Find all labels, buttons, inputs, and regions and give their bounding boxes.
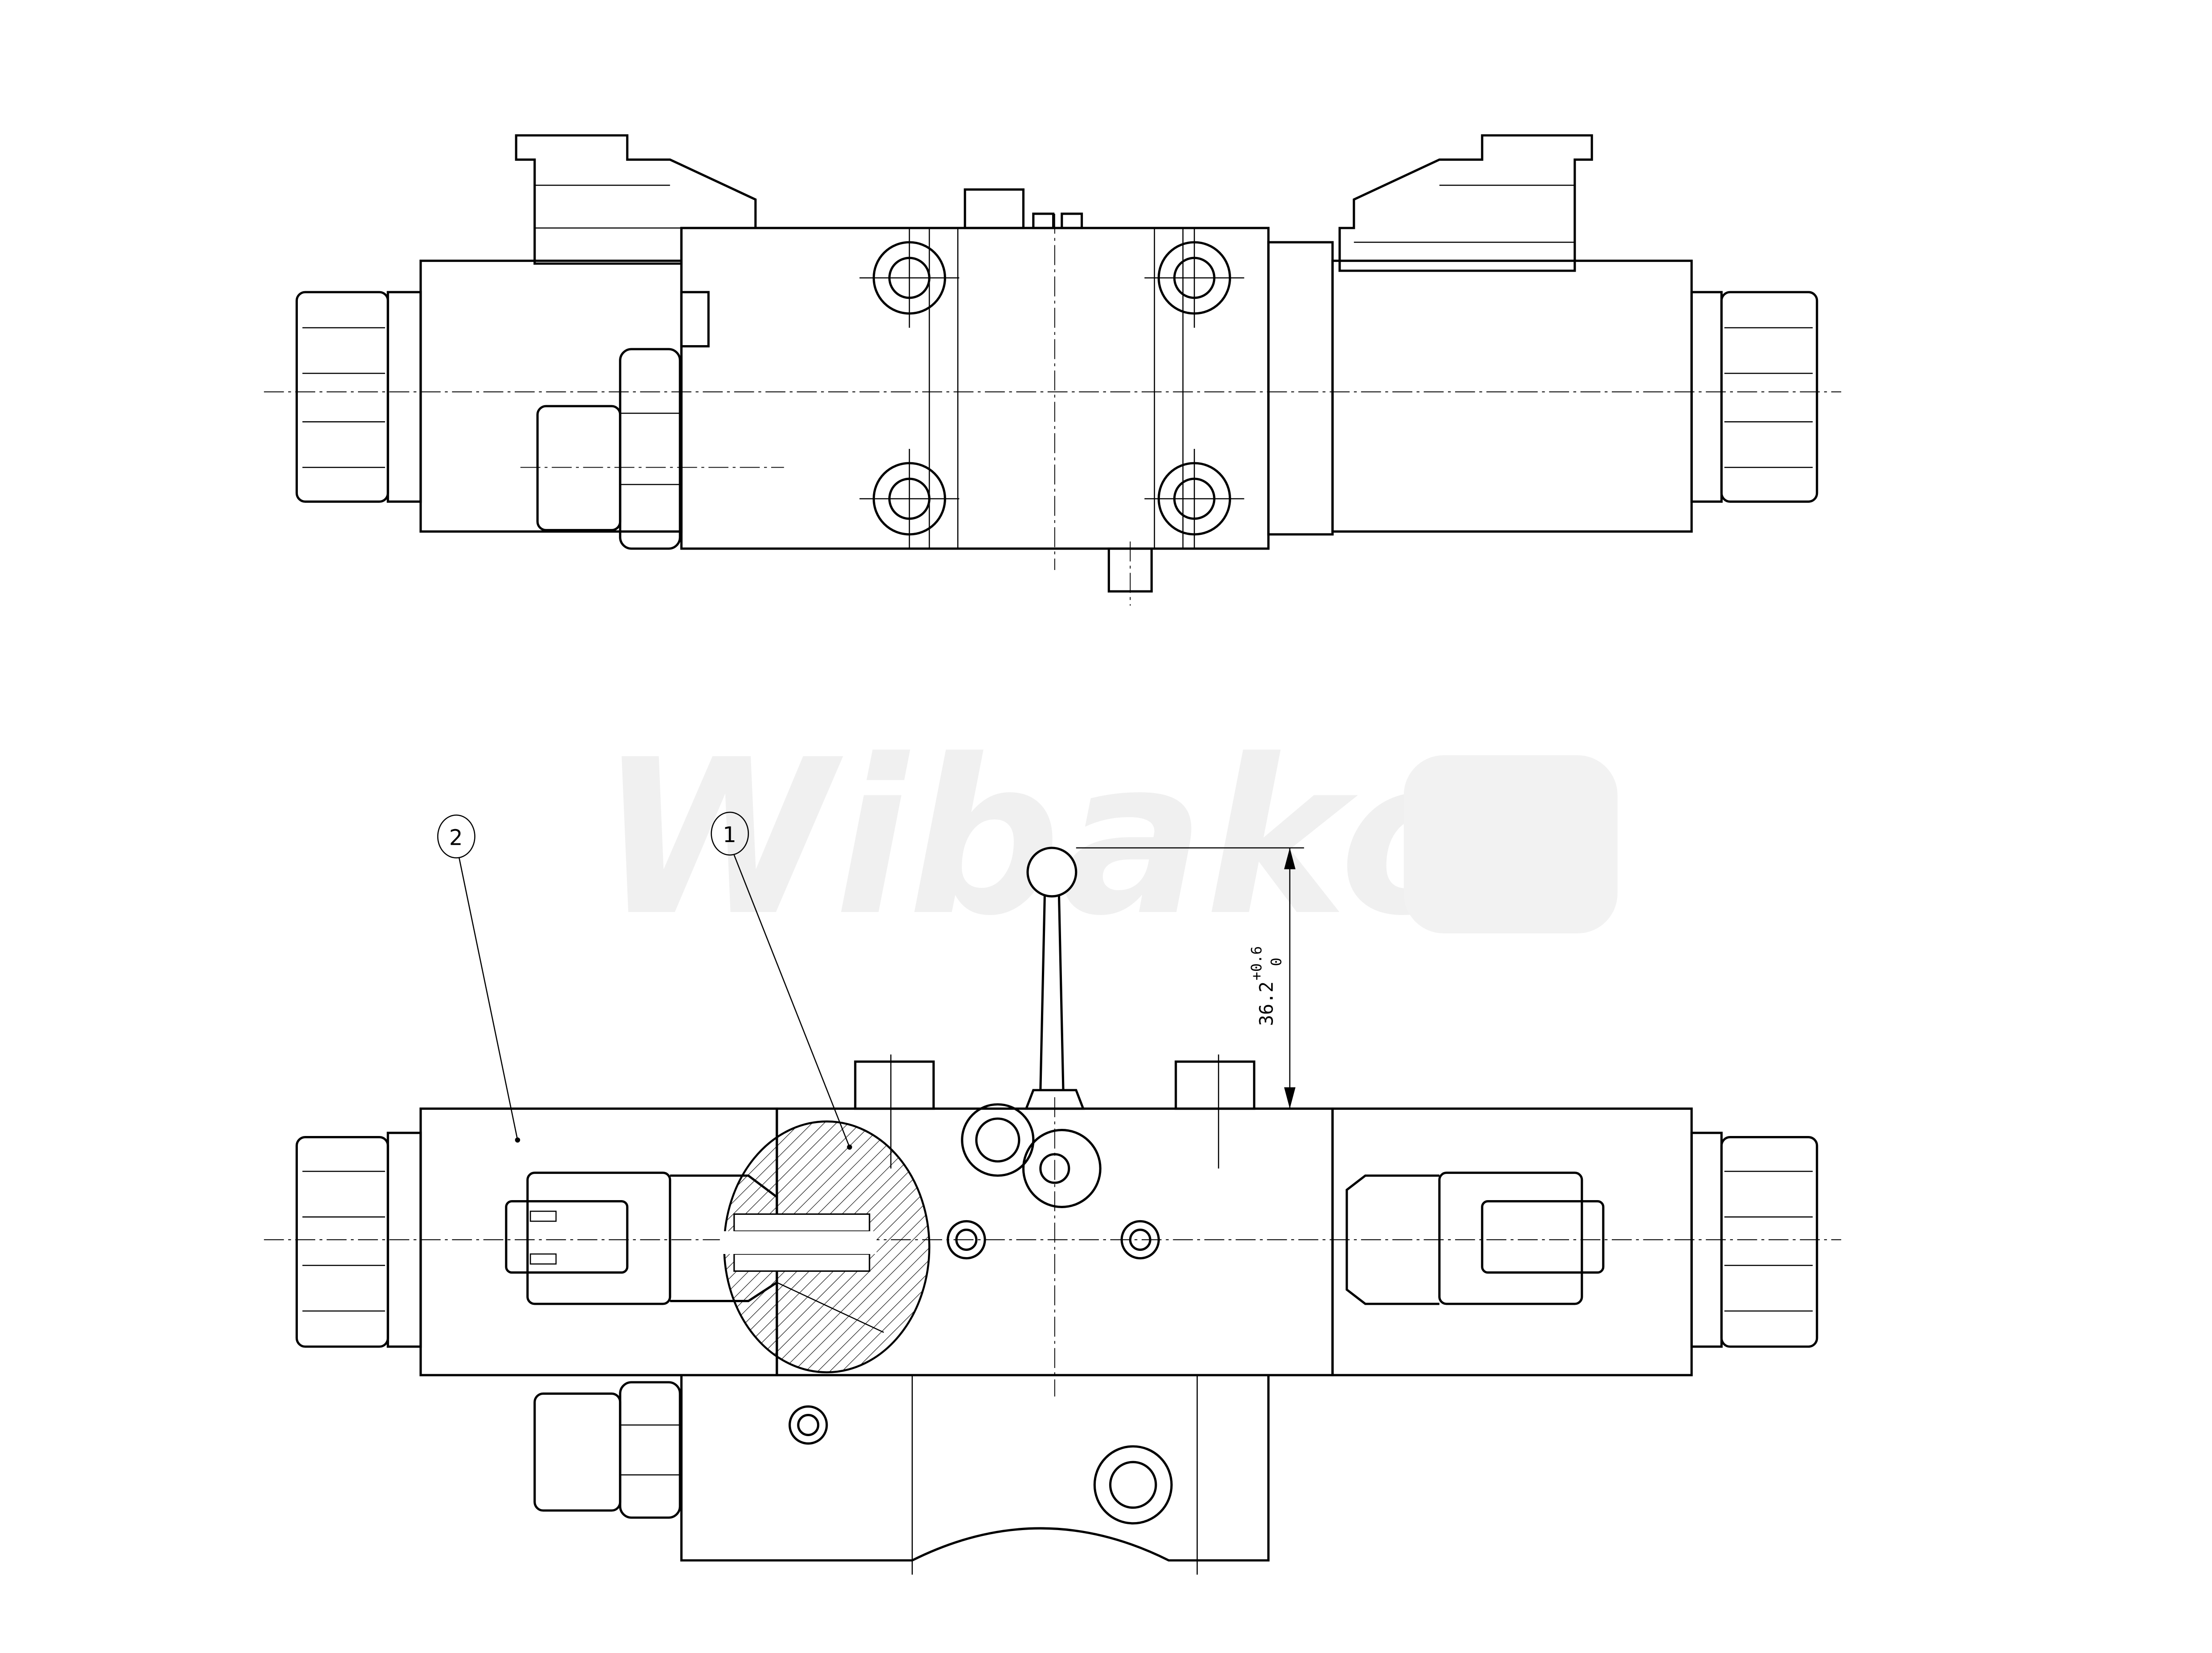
mounting-bolts-top (859, 228, 1244, 549)
right-spacer (1267, 241, 1334, 536)
left-solenoid-body (419, 260, 683, 533)
right-solenoid-body-2 (1331, 1107, 1693, 1376)
dimension-upper-tolerance: +0.6 (1248, 946, 1265, 981)
watermark-logo: Wibako (599, 714, 1618, 963)
section-view: 36.2 +0.6 0 2 1 (264, 811, 1842, 1575)
balloon-2: 2 (437, 814, 520, 1143)
watermark-emblem (1403, 755, 1618, 933)
right-solenoid-body (1331, 260, 1693, 533)
top-view (264, 134, 1842, 606)
right-coil-connector (1346, 1172, 1605, 1305)
dimension-lower-tolerance: 0 (1268, 957, 1285, 966)
right-connector (1338, 134, 1593, 272)
watermark-text: Wibako (599, 714, 1486, 963)
height-dimension: 36.2 +0.6 0 (1076, 847, 1304, 1109)
manual-lever[interactable] (1025, 847, 1085, 1110)
top-fitting (520, 348, 784, 550)
balloon-1: 1 (711, 811, 852, 1150)
ports (947, 1103, 1160, 1260)
subplate-block (533, 1374, 1270, 1575)
hatched-section (720, 1120, 931, 1373)
right-coil-nut (1690, 291, 1818, 503)
balloon-2-label: 2 (449, 826, 463, 851)
left-connector (515, 134, 757, 265)
left-coil-nut (295, 291, 422, 503)
balloon-1-label: 1 (723, 822, 736, 847)
dimension-nominal: 36.2 (1255, 981, 1277, 1026)
top-center-block (680, 188, 1270, 606)
small-plug (680, 291, 710, 348)
right-coil-nut-2 (1690, 1132, 1818, 1348)
bolt-heads (854, 1054, 1256, 1168)
